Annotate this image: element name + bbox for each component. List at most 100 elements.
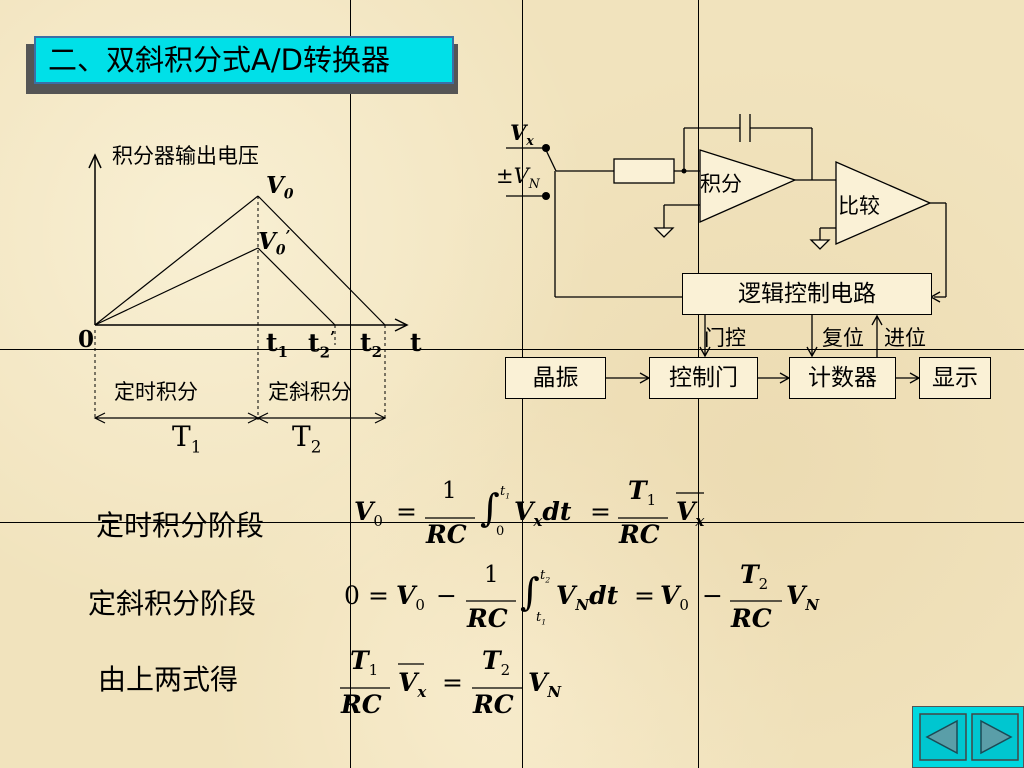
tick-t2p-text: t: [308, 328, 320, 358]
f1-upper: t1: [500, 484, 511, 501]
page-title: 二、双斜积分式A/D转换器: [34, 36, 454, 84]
display-label: 显示: [932, 365, 978, 391]
f3-den1: RC: [341, 690, 382, 719]
f2-num2: T2: [740, 560, 769, 593]
formula-label-2: 定斜积分阶段: [88, 587, 257, 620]
integrator-label: 积分: [700, 172, 742, 196]
period-arrows: [93, 412, 387, 424]
guide-line-h2: [0, 522, 1024, 523]
phase-fixed-time: 定时积分: [114, 380, 198, 404]
label-v0-text: V: [266, 172, 284, 199]
f2-upper: t2: [540, 568, 551, 585]
gate-control-label: 门控: [704, 326, 746, 350]
f3-vx-bar: Vx: [398, 668, 427, 701]
reset-label: 复位: [822, 326, 864, 350]
phase-fixed-slope: 定斜积分: [268, 380, 352, 404]
tick-t2-sub: 2: [371, 343, 382, 361]
period-T1-text: T: [172, 420, 191, 453]
f2-vn: VN: [786, 581, 820, 614]
formula-strokes: [340, 492, 782, 689]
control-gate-box: 控制门: [649, 357, 758, 399]
counter-box: 计数器: [789, 357, 896, 399]
input-vx-sub: x: [526, 133, 534, 149]
carry-label: 进位: [884, 326, 926, 350]
arrow-left-icon: [925, 719, 958, 755]
period-T1: T1: [172, 420, 201, 457]
f2-eq1: =: [368, 581, 389, 610]
waveform-ramps: [94, 195, 386, 326]
f3-den2: RC: [473, 690, 514, 719]
axis-t-label: t: [410, 328, 422, 357]
next-slide-button[interactable]: [971, 713, 1019, 761]
period-T1-sub: 1: [190, 436, 202, 457]
oscillator-label: 晶振: [532, 365, 579, 391]
period-T2-sub: 2: [310, 436, 322, 457]
tick-t2-text: t: [360, 328, 372, 357]
input-vx-text: V: [510, 120, 527, 145]
prev-slide-button[interactable]: [919, 713, 967, 761]
label-v0: V0: [266, 172, 293, 203]
switch-contact-vn: [542, 192, 550, 200]
f2-zero: 0: [344, 581, 360, 610]
display-box: 显示: [919, 357, 991, 399]
f1-vx-dt: Vxdt: [514, 497, 572, 530]
f3-eq: =: [442, 668, 463, 697]
logic-control-label: 逻辑控制电路: [738, 281, 876, 307]
axis-origin: 0: [78, 326, 95, 353]
f2-v0b: V0: [660, 581, 689, 614]
guide-line-v1: [350, 0, 351, 768]
f2-den2: RC: [731, 604, 772, 633]
label-v0-prime: V0’: [258, 228, 290, 259]
tick-t1-sub: 1: [277, 343, 288, 361]
input-vn-sub: N: [528, 176, 540, 192]
f3-num2: T2: [482, 646, 511, 679]
counter-label: 计数器: [808, 365, 877, 391]
comparator-label: 比较: [838, 194, 880, 218]
waveform-dashes: [94, 196, 386, 420]
f3-num1: T1: [350, 646, 379, 679]
f1-eq2: =: [590, 497, 611, 526]
formula-label-3: 由上两式得: [98, 663, 239, 696]
f1-eq1: =: [396, 497, 417, 526]
f2-num1: 1: [484, 562, 499, 588]
circuit-wiring: [506, 114, 947, 384]
period-T2-text: T: [292, 420, 311, 453]
f2-lower: t1: [536, 610, 547, 627]
period-T2: T2: [292, 420, 321, 457]
f1-den1: RC: [426, 520, 467, 549]
label-v0p-sub: 0: [275, 242, 286, 259]
input-vn: ±VN: [496, 164, 540, 191]
tick-t1-text: t: [266, 328, 278, 357]
formula-label-1: 定时积分阶段: [96, 509, 265, 542]
waveform-ylabel: 积分器输出电压: [112, 144, 259, 168]
junction-dot: [681, 168, 687, 174]
f1-lower: 0: [496, 524, 505, 539]
f1-num2: T1: [628, 476, 657, 509]
f2-minus1: −: [436, 581, 457, 610]
guide-line-h1: [0, 349, 1024, 350]
tick-t2p-mark: ’: [330, 328, 336, 346]
f1-v0: V0: [354, 497, 383, 530]
arrow-right-icon: [980, 719, 1013, 755]
f2-integral: ∫: [520, 570, 540, 614]
logic-control-box: 逻辑控制电路: [682, 273, 932, 315]
tick-t2: t2: [360, 328, 382, 361]
f1-integral: ∫: [480, 486, 500, 530]
slide-navigation: [912, 706, 1024, 768]
control-gate-label: 控制门: [669, 365, 738, 391]
f3-vn: VN: [528, 668, 562, 701]
oscillator-box: 晶振: [505, 357, 606, 399]
label-v0p-mark: ’: [285, 228, 291, 245]
f2-vn-dt: VNdt: [556, 581, 619, 614]
tick-t2-prime: t2’: [308, 328, 335, 361]
f2-den1: RC: [467, 604, 508, 633]
f1-vx-bar: Vx: [676, 497, 705, 530]
tick-t1: t1: [266, 328, 288, 361]
f2-v0: V0: [396, 581, 425, 614]
switch-contact-vx: [542, 144, 550, 152]
f1-num1: 1: [442, 478, 457, 504]
f1-den2: RC: [619, 520, 660, 549]
f2-eq2: =: [634, 581, 655, 610]
input-vn-text: ±V: [496, 164, 529, 188]
